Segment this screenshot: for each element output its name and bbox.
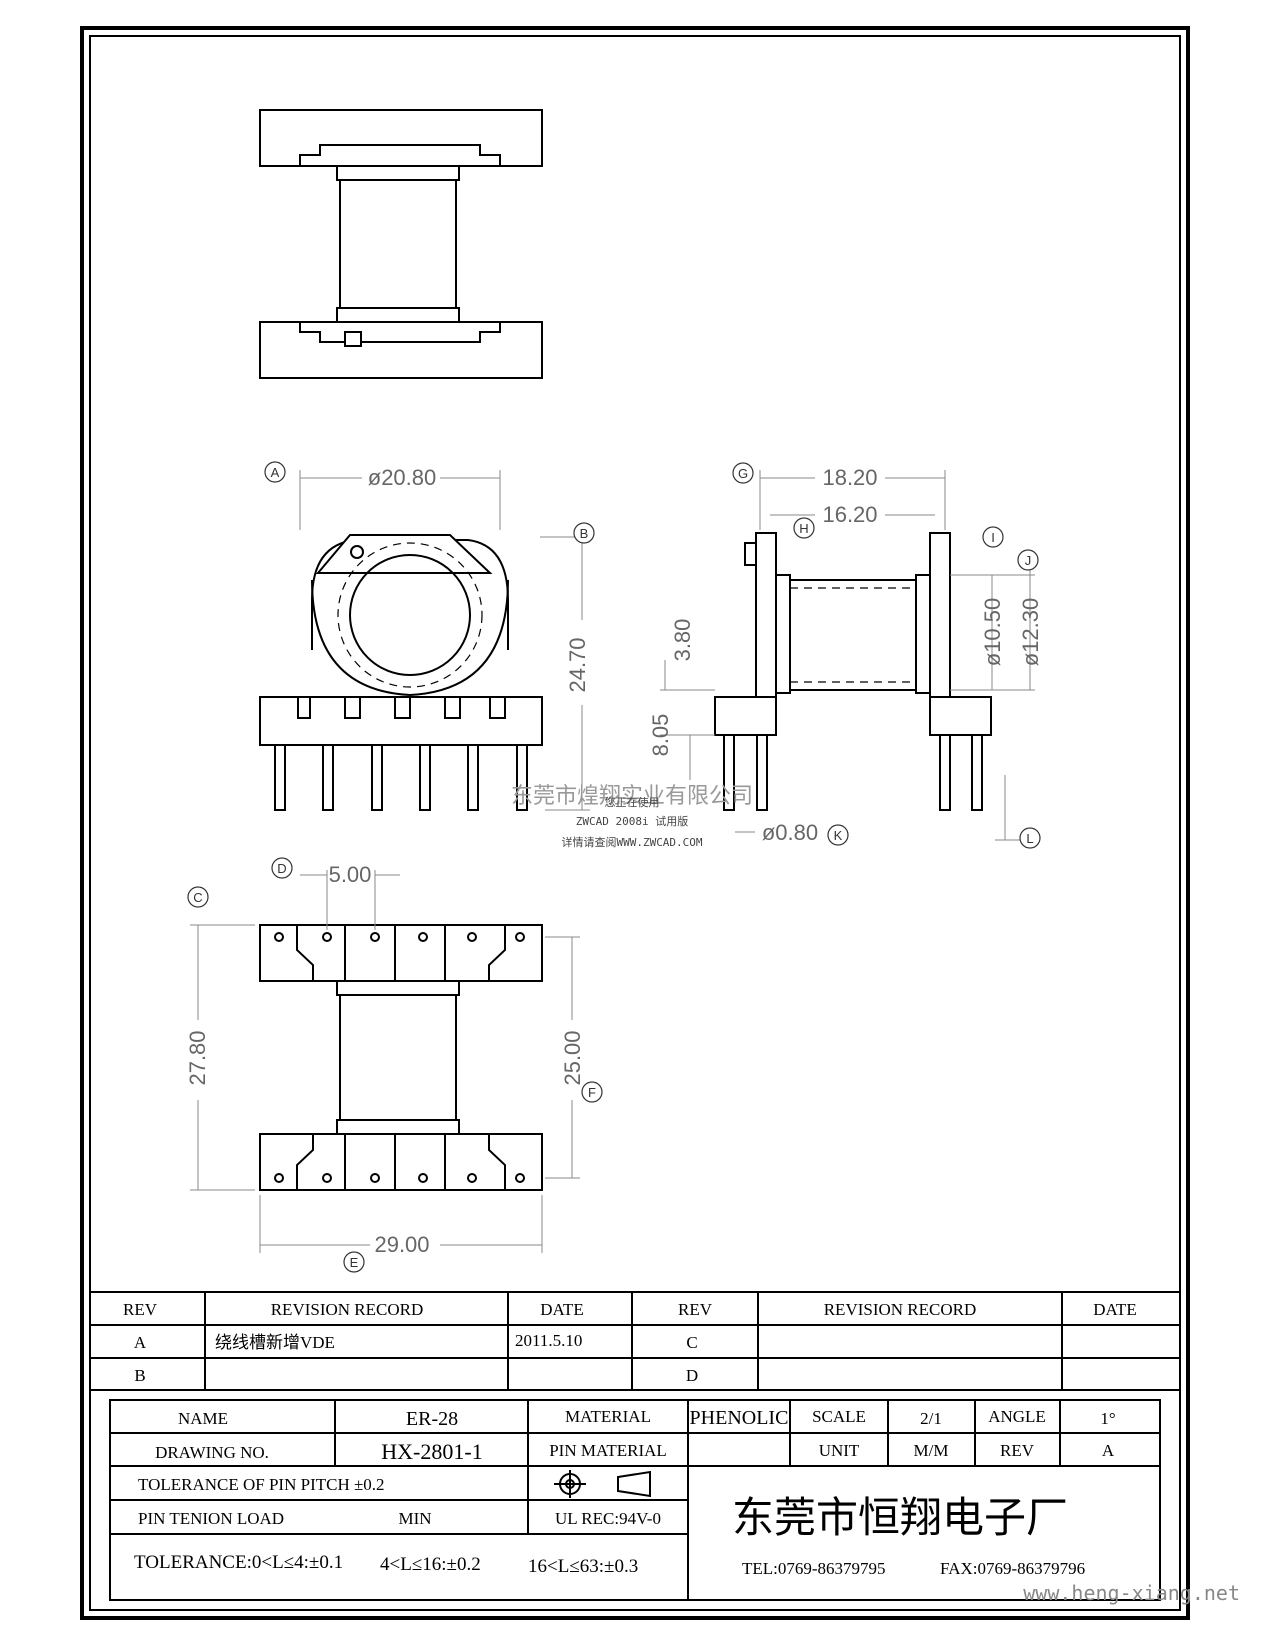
tb-pin-tension-value: MIN [398,1509,431,1528]
view-front-top [259,109,543,379]
rev-header-record-1: REVISION RECORD [271,1300,424,1319]
dim-core: ø10.50 [980,598,1005,667]
svg-text:L: L [1026,831,1033,846]
view-end [259,470,590,811]
dim-pin-dia: ø0.80 [762,820,818,845]
tb-pin-material-label: PIN MATERIAL [549,1441,667,1460]
watermark-line1: 您正在使用 [605,796,660,809]
tb-fax: FAX:0769-86379796 [940,1559,1085,1578]
balloon-f: F [581,1081,603,1103]
svg-text:K: K [834,828,843,843]
tb-ul-rec: UL REC:94V-0 [555,1509,661,1528]
tb-scale-value: 2/1 [920,1409,942,1428]
dim-total-width: 29.00 [374,1232,429,1257]
tb-material-label: MATERIAL [565,1407,651,1426]
tb-rev-label: REV [1000,1441,1035,1460]
revision-table [90,1291,1180,1391]
rev-header-date-2: DATE [1093,1300,1136,1319]
rev-row-a-record: 绕线槽新增VDE [215,1333,335,1352]
balloon-c: C [187,886,209,908]
svg-text:I: I [991,530,995,545]
tb-tolerance-pitch: TOLERANCE OF PIN PITCH ±0.2 [138,1475,385,1494]
svg-text:B: B [580,526,589,541]
tb-scale-label: SCALE [812,1407,866,1426]
tb-name-value: ER-28 [406,1408,458,1430]
title-block [109,1399,1161,1601]
balloon-k: K [827,824,849,846]
dim-side-outer: 18.20 [822,465,877,490]
tb-tel: TEL:0769-86379795 [742,1559,886,1578]
watermark-company: 东莞市煌翔实业有限公司 [511,784,753,809]
watermark-line2: ZWCAD 2008i 试用版 [576,814,688,828]
balloon-a: A [264,461,286,483]
balloon-g: G [732,462,754,484]
tb-company-name: 东莞市恒翔电子厂 [732,1495,1068,1542]
rev-row-a-date: 2011.5.10 [515,1331,582,1350]
balloon-b: B [573,522,595,544]
tb-drawing-no-label: DRAWING NO. [155,1443,269,1462]
rev-header-date-1: DATE [540,1300,583,1319]
svg-text:J: J [1025,553,1032,568]
rev-header-record-2: REVISION RECORD [824,1300,977,1319]
svg-text:E: E [350,1255,359,1270]
tb-angle-value: 1° [1100,1409,1115,1428]
tb-name-label: NAME [178,1409,228,1428]
svg-text:H: H [799,521,808,536]
dim-inner-height: 25.00 [560,1030,585,1085]
dim-side-inner: 16.20 [822,502,877,527]
tb-tolerance-3: 16<L≤63:±0.3 [528,1556,638,1577]
balloon-h: H [793,517,815,539]
dim-top-height: 24.70 [565,637,590,692]
view-side [660,470,1035,841]
svg-text:G: G [738,466,748,481]
rev-row-b-rev: B [134,1366,145,1385]
dim-flange: ø12.30 [1018,598,1043,667]
watermark-line3: 详情请查阅WWW.ZWCAD.COM [561,835,702,849]
tb-tolerance-2: 4<L≤16:±0.2 [380,1554,481,1575]
balloon-e: E [343,1251,365,1273]
balloon-i: I [982,526,1004,548]
dim-total-height: 27.80 [185,1030,210,1085]
tb-angle-label: ANGLE [988,1407,1046,1426]
svg-text:C: C [193,890,202,905]
svg-text:F: F [588,1085,596,1100]
tb-rev-value: A [1102,1441,1115,1460]
rev-row-d-rev: D [686,1366,698,1385]
rev-row-c-rev: C [686,1333,697,1352]
rev-header-rev-2: REV [678,1300,713,1319]
outer-border [80,26,1190,1620]
tb-unit-label: UNIT [819,1441,860,1460]
dim-pitch: 5.00 [329,862,372,887]
tb-drawing-no-value: HX-2801-1 [381,1439,482,1464]
balloon-j: J [1017,549,1039,571]
view-bottom [190,870,580,1253]
dim-side-top: 3.80 [670,619,695,662]
dim-top-width: ø20.80 [368,465,437,490]
tb-tolerance-1: TOLERANCE:0<L≤4:±0.1 [134,1552,343,1573]
inner-border [89,35,1181,1611]
tb-unit-value: M/M [914,1441,949,1460]
tb-pin-tension-label: PIN TENION LOAD [138,1509,284,1528]
website-watermark: www.heng-xiang.net [1023,1581,1240,1605]
rev-row-a-rev: A [134,1333,147,1352]
tb-material-value: PHENOLIC [690,1407,789,1429]
svg-text:A: A [271,465,280,480]
balloon-l: L [1019,827,1041,849]
balloon-d: D [271,857,293,879]
dim-side-mid: 8.05 [648,714,673,757]
svg-text:D: D [277,861,286,876]
rev-header-rev-1: REV [123,1300,158,1319]
